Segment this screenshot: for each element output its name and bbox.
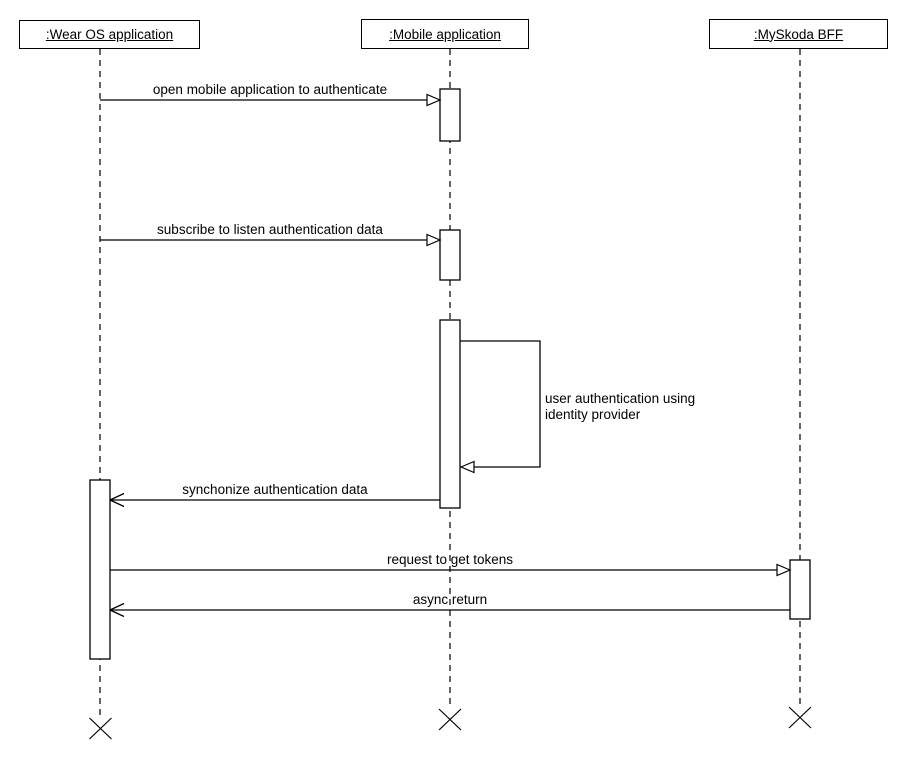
message-arrow-subscribe <box>100 233 442 247</box>
message-arrow-request-tokens <box>110 563 792 577</box>
message-label-subscribe: subscribe to listen authentication data <box>157 222 383 237</box>
actor-label-mobile: :Mobile application <box>389 26 501 42</box>
self-message-loop-authentication <box>459 340 541 474</box>
activation-bar-myskoda-bff <box>789 559 811 620</box>
actor-box-wear-os: :Wear OS application <box>19 20 200 49</box>
activation-bar-mobile-2 <box>439 229 461 281</box>
hollow-arrowhead-icon <box>776 563 792 577</box>
hollow-arrowhead-icon <box>426 233 442 247</box>
activation-bar-mobile-1 <box>439 88 461 142</box>
activation-bar-mobile-3 <box>439 319 461 509</box>
destruction-x-icon-myskoda-bff <box>788 706 812 729</box>
message-arrow-async-return <box>109 602 790 618</box>
open-arrowhead-icon <box>109 492 125 501</box>
actor-label-wear-os: :Wear OS application <box>45 27 174 42</box>
actor-label-myskoda-bff: :MySkoda BFF <box>753 26 844 42</box>
message-label-request-tokens: request to get tokens <box>386 552 514 567</box>
actor-box-myskoda-bff: :MySkoda BFF <box>709 19 888 49</box>
message-label-async-return: async return <box>412 592 488 607</box>
message-label-open-mobile-app: open mobile application to authenticate <box>152 82 388 97</box>
hollow-arrowhead-icon <box>459 460 475 474</box>
message-arrow-synchonize <box>109 492 440 508</box>
hollow-arrowhead-icon <box>426 93 442 107</box>
destruction-x-icon-mobile <box>438 708 462 731</box>
destruction-x-icon-wear-os <box>89 717 112 740</box>
open-arrowhead-icon <box>109 602 125 611</box>
activation-bar-wear-os <box>89 479 111 660</box>
message-label-user-authentication: user authentication using identity provi… <box>545 391 696 422</box>
actor-box-mobile: :Mobile application <box>361 19 529 49</box>
message-label-synchonize: synchonize authentication data <box>182 482 368 497</box>
message-arrow-open-mobile-app <box>100 93 442 107</box>
